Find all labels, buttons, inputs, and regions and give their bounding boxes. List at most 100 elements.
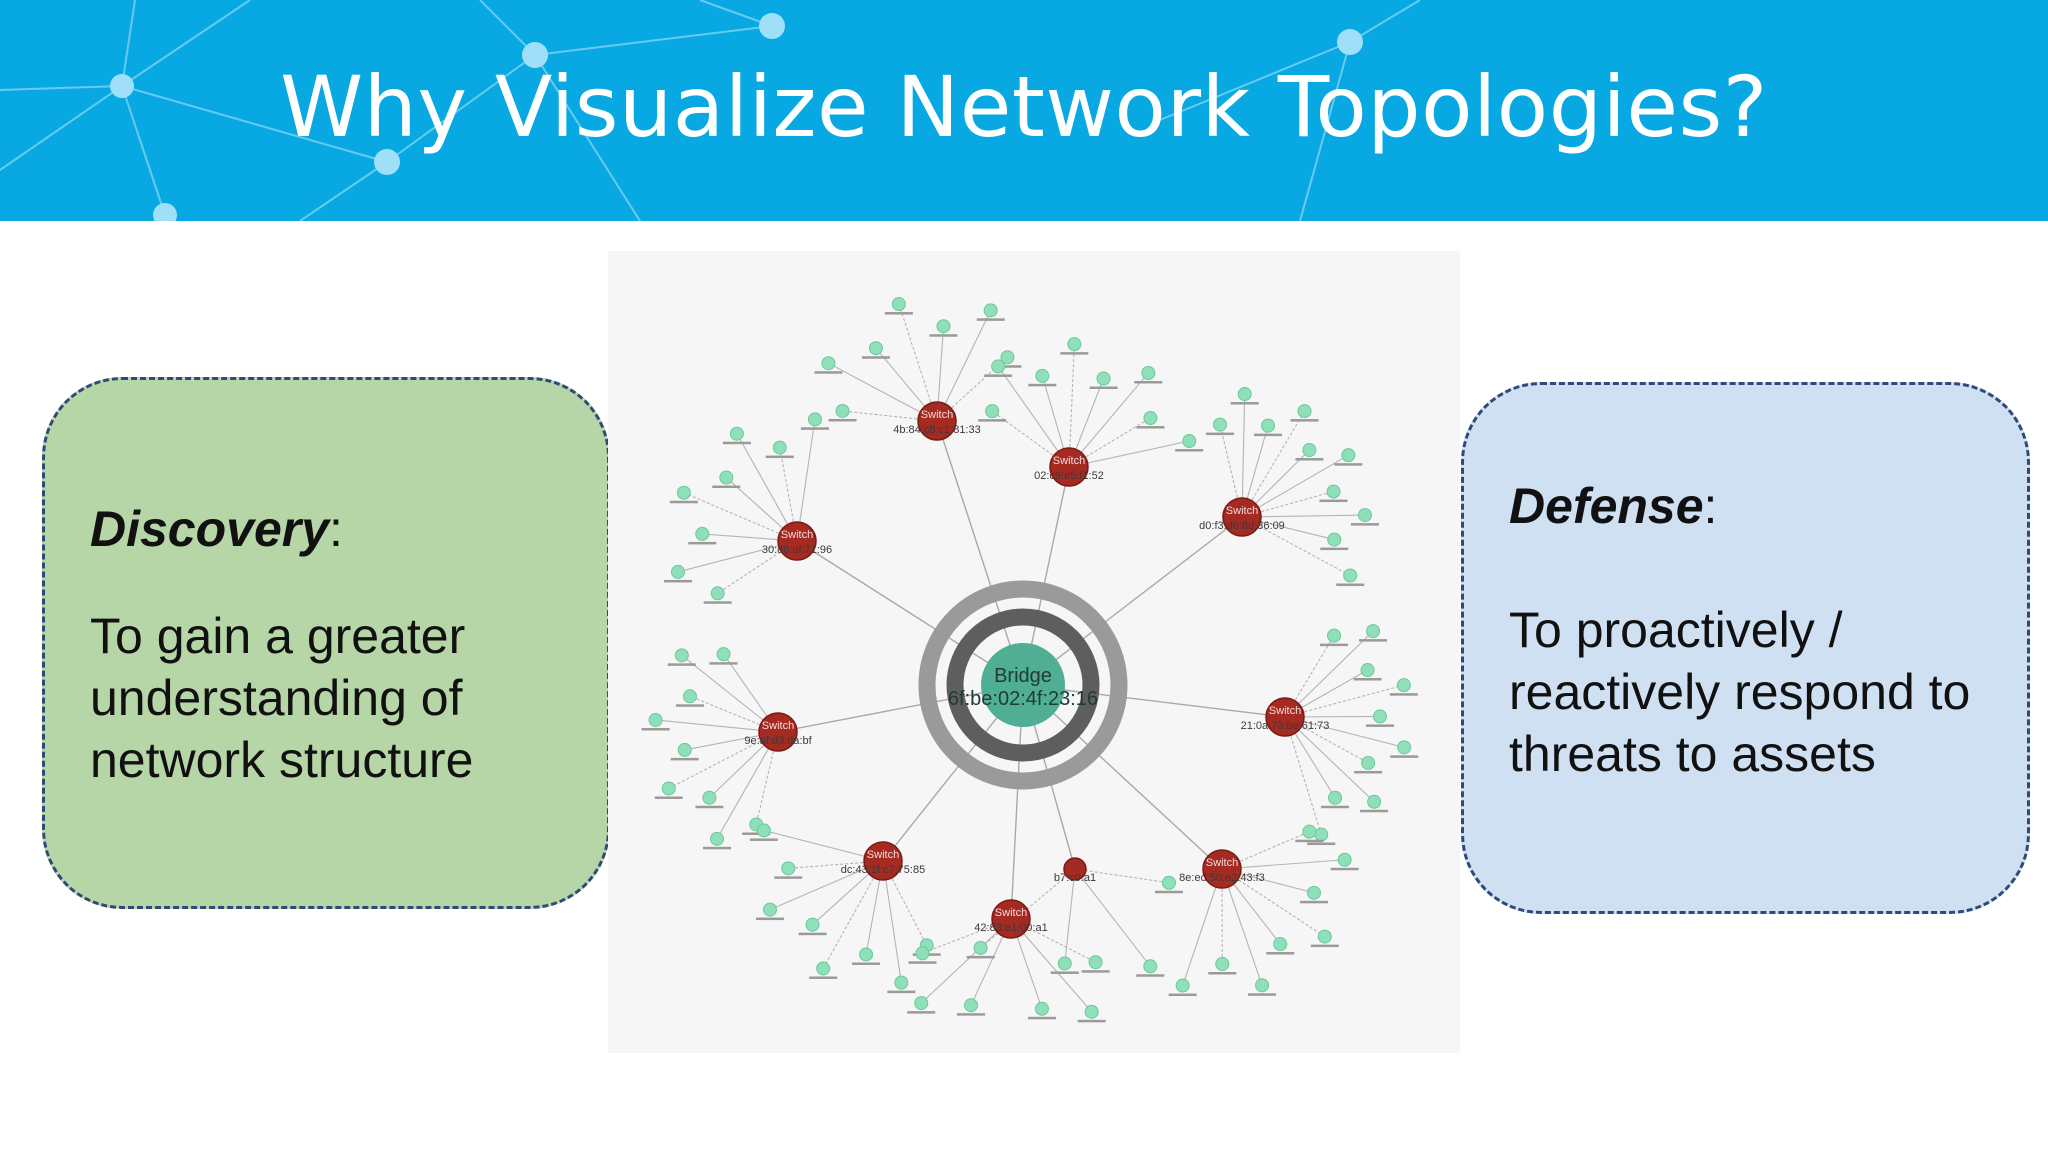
endpoint-label — [1248, 993, 1277, 996]
endpoint-node — [1361, 755, 1376, 770]
endpoint-node — [1302, 443, 1317, 458]
endpoint-label — [1060, 352, 1089, 355]
endpoint-node — [1366, 624, 1381, 639]
endpoint-label — [908, 961, 937, 964]
switch-mac: 9e:af:d3:da:bf — [744, 735, 812, 747]
switch-mac: d0:f3:d6:8d:36:09 — [1199, 520, 1285, 532]
endpoint-label — [1390, 755, 1419, 758]
endpoint-label — [1295, 458, 1324, 461]
bridge-label: Bridge — [994, 665, 1052, 687]
endpoint-label — [1365, 724, 1394, 727]
endpoint-node — [1067, 337, 1082, 352]
bridge-core — [981, 643, 1065, 727]
endpoint-label — [1168, 993, 1197, 997]
endpoint-node — [1297, 404, 1312, 419]
switch-label: Switch — [1206, 857, 1238, 869]
bridge-mac: 6f:be:02:4f:23:16 — [948, 688, 1098, 710]
switch-mac: 02:c9:e5:f1:52 — [1034, 470, 1104, 482]
endpoint-label — [755, 917, 784, 921]
defense-card: Defense: To proactively / reactively res… — [1461, 382, 2030, 914]
endpoint-node — [674, 648, 689, 663]
endpoint-label — [1310, 944, 1339, 948]
endpoint-node — [1343, 568, 1358, 583]
endpoint-link — [716, 731, 779, 840]
endpoint-node — [1327, 628, 1342, 643]
endpoint-node — [1317, 929, 1332, 944]
endpoint-label — [1027, 1016, 1056, 1020]
endpoint-label — [828, 418, 857, 422]
endpoint-node — [670, 564, 685, 579]
endpoint-link — [736, 433, 798, 542]
endpoint-label — [1320, 547, 1349, 551]
endpoint-label — [1319, 499, 1348, 503]
endpoint-node — [1000, 350, 1015, 365]
endpoint-link — [936, 310, 992, 422]
switch-label: Switch — [1053, 455, 1085, 467]
bridge-switch-link — [796, 540, 1024, 686]
endpoint-label — [1134, 380, 1163, 384]
endpoint-node — [1215, 956, 1230, 971]
endpoint-node — [772, 440, 787, 455]
switch-label: Switch — [921, 409, 953, 421]
endpoint-node — [762, 902, 777, 917]
switch-label: Switch — [867, 849, 899, 861]
endpoint-node — [661, 781, 676, 796]
switch-node — [1265, 697, 1305, 737]
endpoint-link — [898, 303, 938, 422]
bridge-ring-outer — [918, 580, 1128, 790]
switch-nodes: Switch4b:84:c8:c1:81:33Switch02:c9:e5:f1… — [744, 401, 1329, 939]
endpoint-label — [1254, 433, 1283, 437]
endpoint-node — [648, 712, 663, 727]
endpoint-label — [1389, 693, 1418, 696]
endpoint-link — [1221, 868, 1263, 986]
switch-mac: 30:d8:af:71:96 — [762, 544, 832, 556]
endpoint-link — [769, 860, 884, 911]
endpoint-node — [816, 961, 831, 976]
endpoint-link — [1068, 372, 1149, 468]
switch-node — [1049, 447, 1089, 487]
endpoint-node — [1096, 371, 1111, 386]
endpoint-link — [1074, 868, 1170, 884]
endpoint-node — [1326, 484, 1341, 499]
endpoint-label — [663, 579, 692, 583]
endpoint-link — [1284, 716, 1375, 803]
endpoint-link — [920, 918, 1012, 1004]
endpoint-label — [993, 365, 1022, 368]
endpoint-link — [822, 860, 884, 969]
endpoint-label — [670, 757, 699, 761]
endpoint-label — [929, 334, 958, 337]
slide-title: Why Visualize Network Topologies? — [280, 58, 1768, 156]
switch-node — [1202, 849, 1242, 889]
endpoint-label — [1081, 970, 1110, 973]
endpoint-label — [1321, 805, 1350, 809]
endpoint-node — [710, 586, 725, 601]
endpoint-label — [695, 805, 724, 809]
endpoint-node — [1337, 852, 1352, 867]
endpoint-link — [828, 362, 938, 422]
endpoint-label — [852, 962, 881, 965]
endpoint-link — [1074, 868, 1151, 967]
endpoint-link — [1241, 394, 1246, 518]
endpoint-label — [1307, 842, 1336, 846]
endpoint-node — [1255, 978, 1270, 993]
endpoint-link — [1221, 859, 1345, 870]
endpoint-node — [1161, 875, 1176, 890]
discovery-card: Discovery: To gain a greater understandi… — [42, 377, 610, 909]
endpoint-link — [655, 719, 779, 733]
endpoint-node — [1057, 956, 1072, 971]
endpoint-node — [835, 403, 850, 418]
switch-label: Switch — [1269, 705, 1301, 717]
endpoint-label — [709, 662, 738, 665]
defense-text: To proactively / reactively respond to t… — [1509, 602, 1971, 782]
endpoint-node — [1035, 368, 1050, 383]
endpoint-node — [807, 412, 822, 427]
endpoint-label — [1295, 839, 1324, 843]
endpoint-link — [677, 540, 798, 573]
endpoint-node — [1397, 740, 1412, 755]
switch-label: Switch — [781, 529, 813, 541]
discovery-heading: Discovery: — [90, 501, 343, 557]
endpoint-label — [1050, 971, 1079, 974]
endpoint-label — [800, 427, 829, 430]
endpoint-node — [710, 831, 725, 846]
